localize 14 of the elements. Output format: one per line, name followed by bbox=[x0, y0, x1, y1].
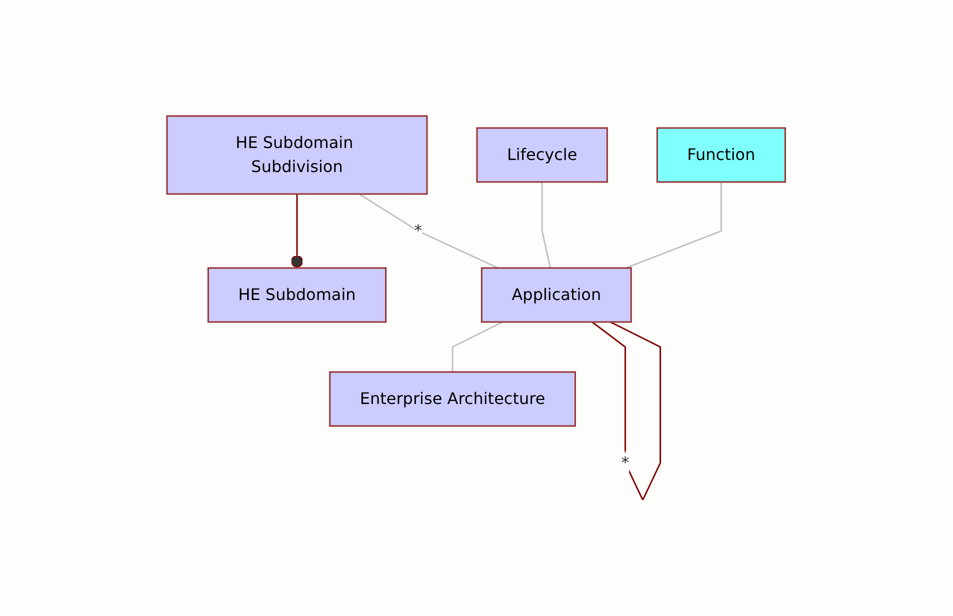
node-box: HE Subdomain bbox=[208, 267, 387, 323]
connector bbox=[592, 321, 662, 500]
node-box: Function bbox=[656, 127, 786, 183]
connector bbox=[291, 194, 304, 268]
node-box: HE Subdomain Subdivision bbox=[166, 115, 428, 195]
connector bbox=[542, 182, 552, 268]
connector bbox=[359, 193, 499, 269]
connector bbox=[626, 182, 722, 269]
connector bbox=[452, 321, 504, 372]
node-box: Enterprise Architecture bbox=[330, 371, 576, 427]
edge-label: * bbox=[622, 452, 630, 472]
node-box: Lifecycle bbox=[476, 127, 608, 183]
node-box: Application bbox=[481, 267, 632, 323]
edge-label: * bbox=[414, 220, 422, 240]
